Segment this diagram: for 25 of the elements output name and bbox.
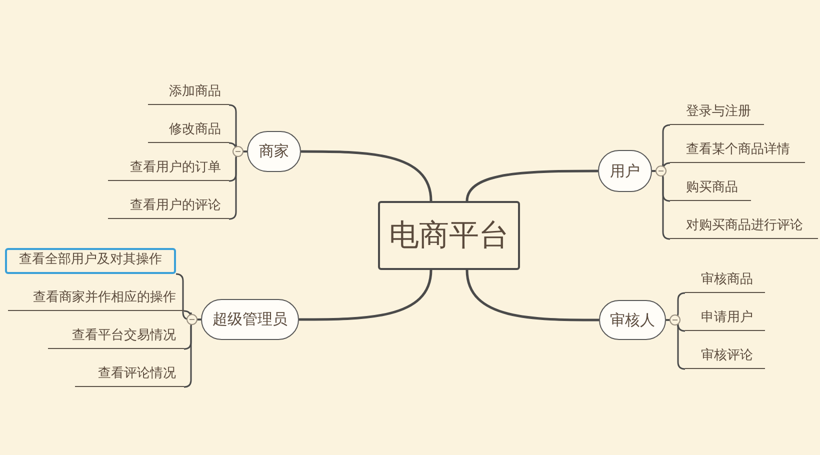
- subtopic-label: 添加商品: [148, 80, 229, 105]
- central-topic-box: 电商平台: [378, 201, 520, 270]
- topic-bubble: 审核人: [599, 300, 666, 340]
- branch-curve: [466, 270, 599, 322]
- subtopic-label: 查看用户的订单: [108, 156, 229, 181]
- subtopic-label: 审核商品: [685, 268, 765, 293]
- topic-bubble: 超级管理员: [201, 299, 299, 340]
- subtopic-label: 查看商家并作相应的操作: [8, 286, 184, 311]
- bracket-connector: [184, 310, 201, 320]
- subtopic-label: 查看用户的评论: [108, 194, 229, 219]
- subtopic-label: 申请用户: [685, 306, 765, 331]
- subtopic-label: 修改商品: [148, 118, 229, 143]
- subtopic-label: 购买商品: [670, 176, 751, 201]
- subtopic-label: 对购买商品进行评论: [670, 214, 818, 239]
- topic-bubble: 用户: [598, 150, 652, 192]
- subtopic-label: 登录与注册: [670, 100, 764, 125]
- branch-curve: [301, 150, 432, 202]
- subtopic-label: 查看平台交易情况: [48, 324, 184, 349]
- subtopic-label: 查看评论情况: [75, 362, 184, 387]
- topic-bubble: 商家: [247, 131, 301, 172]
- branch-curve: [466, 170, 598, 202]
- branch-curve: [299, 270, 432, 321]
- subtopic-label: 查看某个商品详情: [670, 138, 805, 163]
- selected-subtopic-box: 查看全部用户及对其操作: [5, 248, 176, 274]
- subtopic-label: 审核评论: [685, 344, 765, 369]
